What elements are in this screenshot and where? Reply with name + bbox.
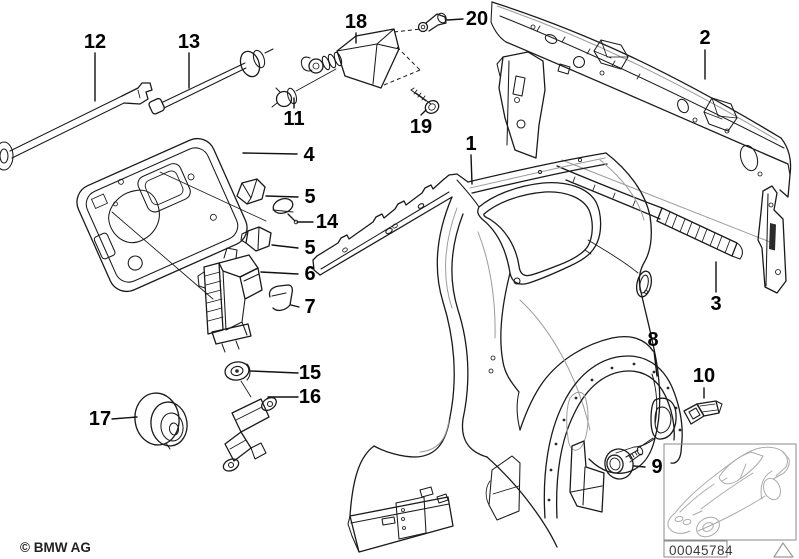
part-11-grommet	[271, 68, 337, 108]
callout-3[interactable]: 3	[710, 293, 722, 315]
part-8-wheel-arch-liner	[543, 355, 683, 519]
leader-line-5	[265, 195, 299, 198]
leader-line-19	[420, 109, 427, 116]
callout-14[interactable]: 14	[315, 211, 339, 233]
leader-line-15	[250, 370, 299, 374]
part-18-lock-actuator	[300, 28, 422, 89]
callout-8[interactable]: 8	[647, 329, 659, 351]
callout-4[interactable]: 4	[303, 144, 315, 166]
callout-16[interactable]: 16	[298, 386, 322, 408]
callout-12[interactable]: 12	[83, 31, 107, 53]
copyright: © BMW AG	[20, 540, 91, 555]
part-17-rubber-boot	[134, 392, 188, 450]
leader-line-7	[290, 304, 300, 308]
callout-10[interactable]: 10	[692, 365, 716, 387]
part-4-filler-flap-housing	[76, 137, 267, 300]
callout-17[interactable]: 17	[88, 408, 112, 430]
callout-13[interactable]: 13	[177, 31, 201, 53]
part-1-side-panel	[312, 152, 661, 553]
car-thumbnail	[663, 443, 797, 541]
callout-1[interactable]: 1	[465, 133, 477, 155]
callout-9[interactable]: 9	[651, 456, 663, 478]
callout-19[interactable]: 19	[409, 116, 433, 138]
callout-20[interactable]: 20	[465, 8, 489, 30]
leader-line-9	[633, 465, 646, 468]
part-20-lever	[417, 12, 447, 33]
warning-triangle-icon	[773, 542, 794, 558]
leader-line-17	[111, 416, 138, 420]
part-16-bracket	[222, 396, 277, 472]
leader-lines	[94, 18, 717, 468]
part-7-clip	[268, 284, 294, 312]
part-19-screw	[410, 87, 440, 114]
part-15-grommet	[224, 361, 252, 398]
callout-5[interactable]: 5	[304, 186, 316, 208]
leader-line-20	[446, 18, 464, 21]
callout-6[interactable]: 6	[304, 263, 316, 285]
leader-line-4	[242, 152, 298, 155]
callout-18[interactable]: 18	[344, 11, 368, 33]
part-2-rear-panel	[490, 1, 792, 198]
part-code-box	[663, 540, 728, 558]
callout-5[interactable]: 5	[304, 237, 316, 259]
part-5b-clip	[240, 226, 272, 252]
callout-15[interactable]: 15	[298, 362, 322, 384]
part-12-release-cable	[0, 82, 153, 171]
part-5a-clip	[236, 178, 266, 205]
callout-11[interactable]: 11	[283, 108, 305, 130]
leader-line-6	[260, 271, 299, 275]
part-6-hinge-assembly	[197, 247, 263, 353]
leader-line-1	[470, 154, 473, 185]
part-code: 00045784	[669, 543, 734, 558]
callout-2[interactable]: 2	[699, 27, 711, 49]
leader-line-8	[653, 350, 658, 377]
part-9-screw-washer	[604, 446, 644, 480]
part-10-expanding-rivet	[683, 400, 723, 425]
callout-7[interactable]: 7	[304, 296, 316, 318]
leader-line-5	[271, 244, 299, 249]
part-13-actuating-rod	[148, 48, 274, 115]
part-3-rail	[556, 159, 787, 294]
part-14-pin-clip	[272, 198, 299, 225]
